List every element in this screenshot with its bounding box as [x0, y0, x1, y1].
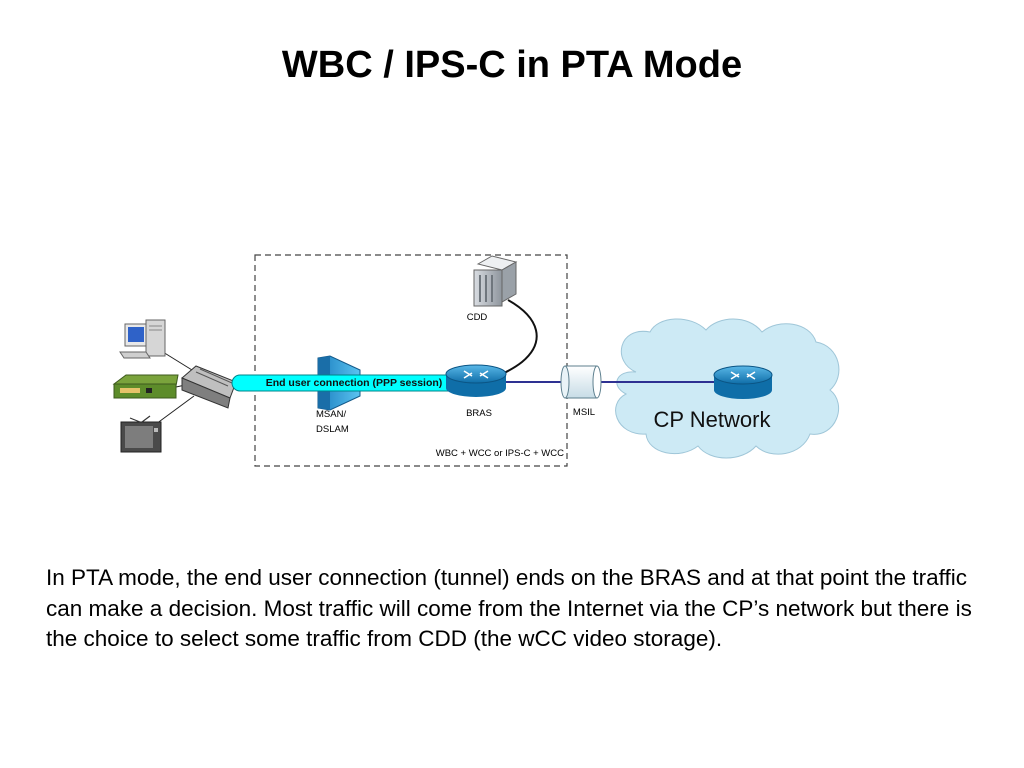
cp-router-icon [713, 365, 773, 399]
msil-label: MSIL [573, 407, 595, 418]
slide-title: WBC / IPS-C in PTA Mode [281, 44, 743, 86]
boundary-box-label: WBC + WCC or IPS-C + WCC [436, 448, 564, 459]
cdd-label: CDD [467, 312, 488, 323]
msil-cylinder-icon [560, 365, 602, 399]
cdd-bras-link [493, 299, 538, 379]
msan-label-line2: DSLAM [316, 424, 349, 435]
home-gateway-icon [181, 365, 237, 409]
slide-body-text: In PTA mode, the end user connection (tu… [46, 565, 972, 651]
msan-label-line1: MSAN/ [316, 409, 346, 420]
bras-router-icon [445, 364, 507, 397]
tv-link [155, 395, 195, 425]
cdd-server-icon [473, 255, 518, 307]
television-icon [120, 415, 162, 453]
cp-network-label: CP Network [654, 407, 772, 432]
set-top-box-icon [112, 374, 179, 399]
bras-label: BRAS [466, 408, 492, 419]
tunnel-label: End user connection (PPP session) [266, 377, 443, 389]
wcc-boundary-box [254, 254, 568, 467]
desktop-computer-icon [119, 319, 166, 359]
